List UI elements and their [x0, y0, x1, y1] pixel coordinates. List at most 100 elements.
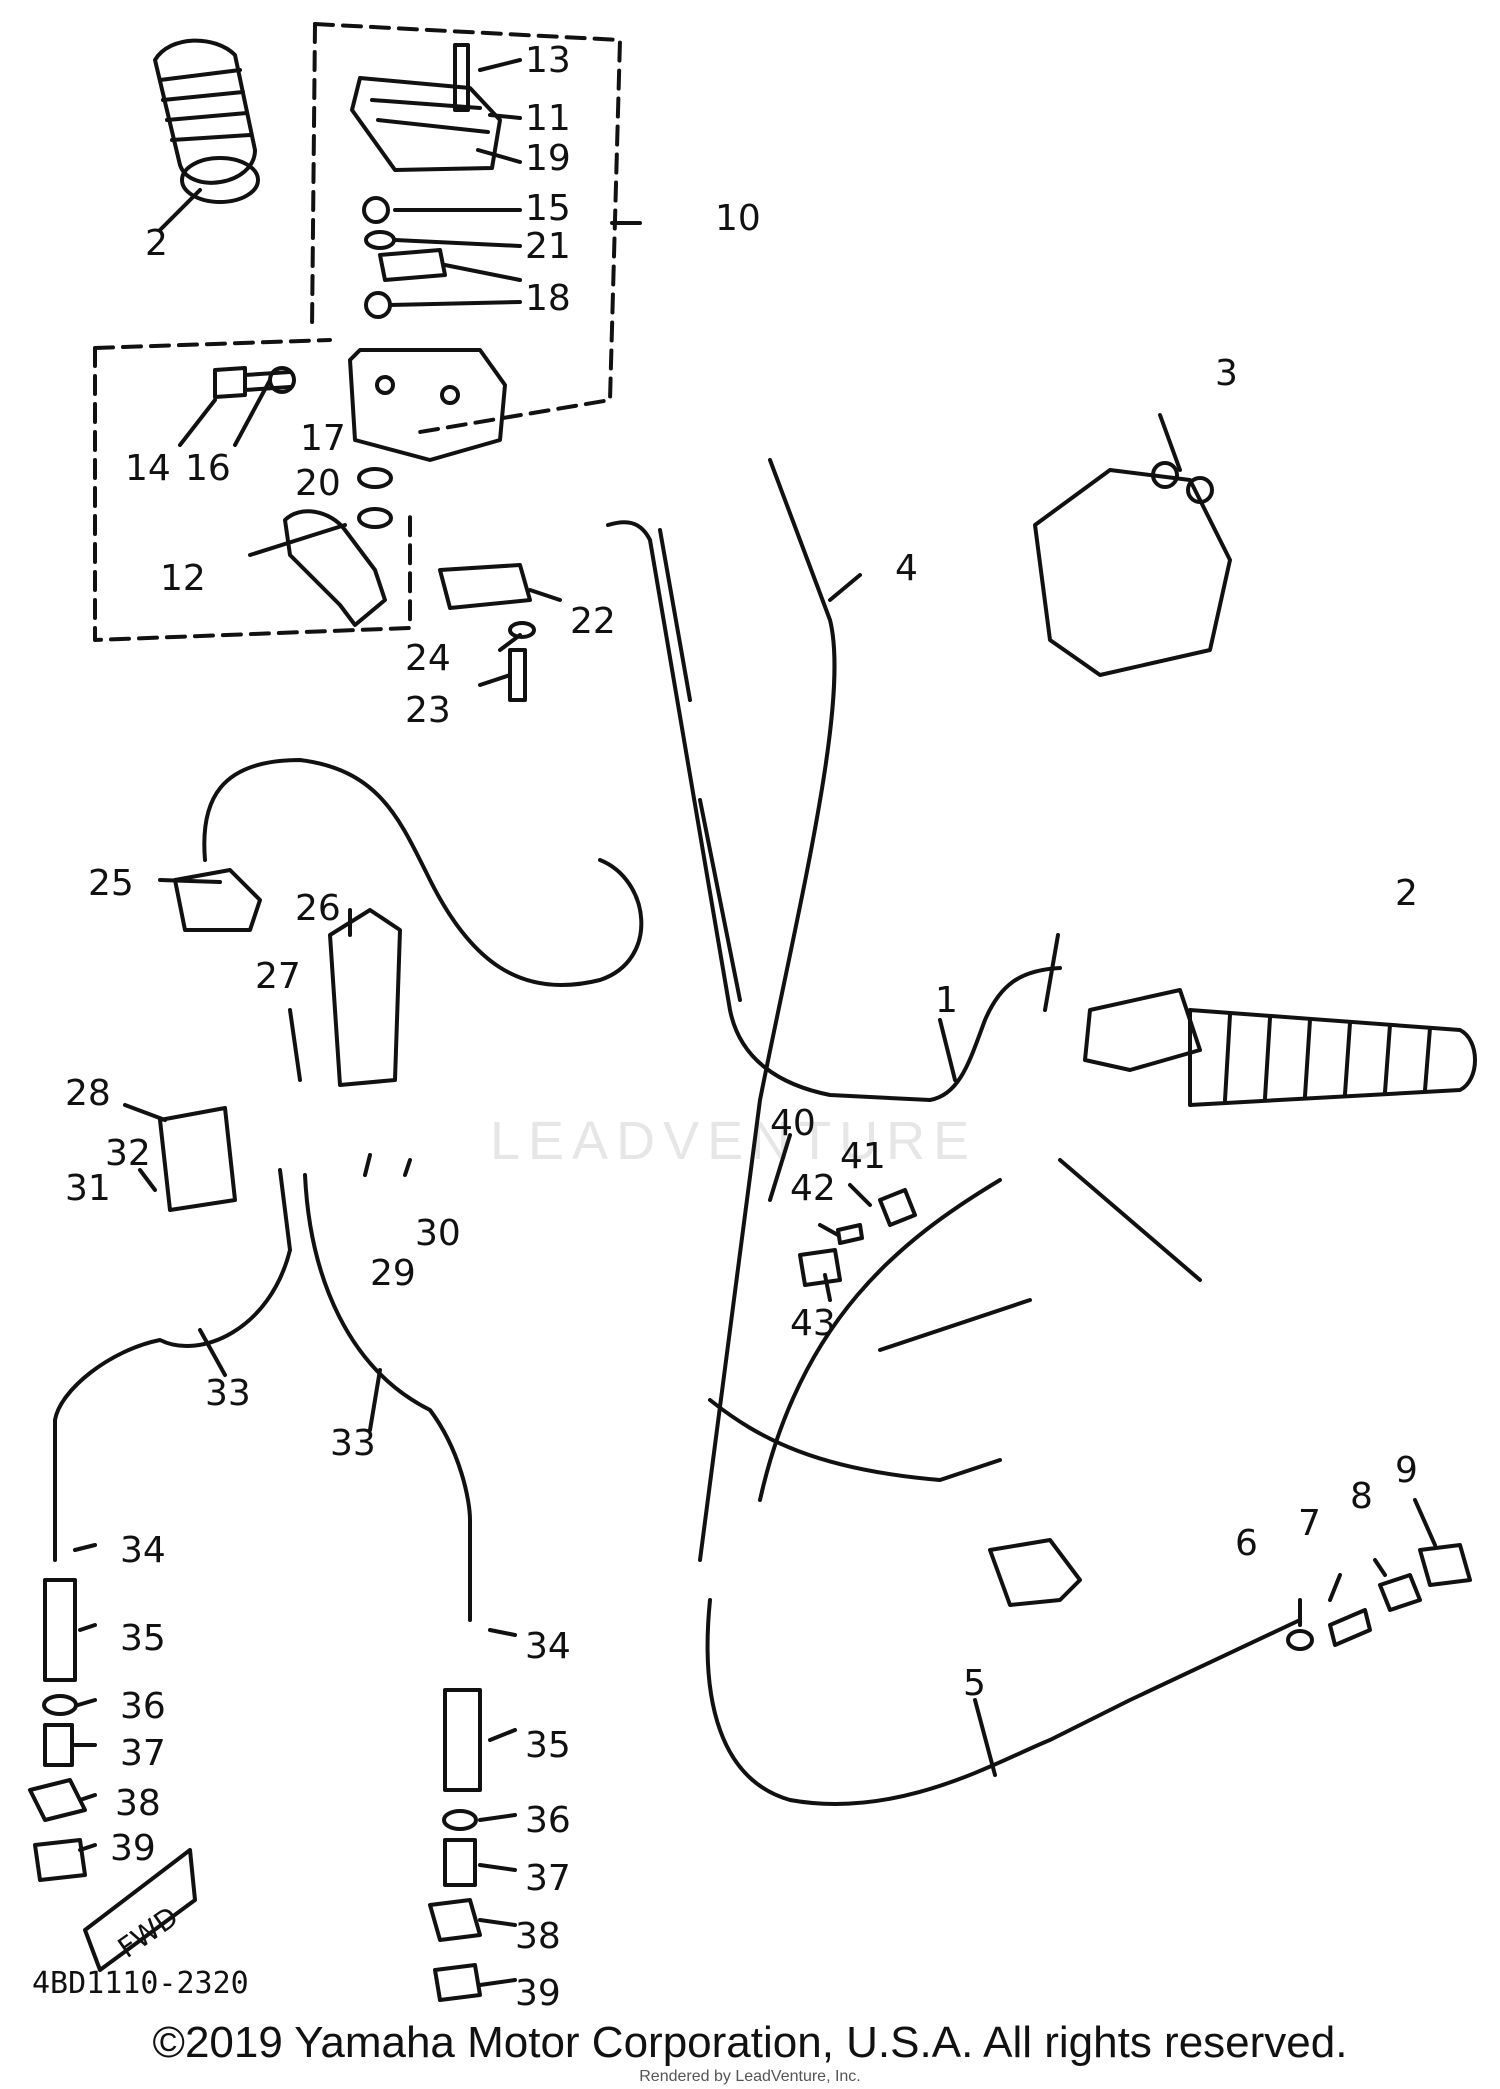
spring-37-right — [443, 1838, 477, 1887]
callout-21: 21 — [525, 226, 571, 267]
handlebar-1 — [606, 520, 1062, 1102]
callout-42: 42 — [790, 1168, 836, 1209]
switch-43 — [798, 1248, 842, 1287]
callout-3: 3 — [1215, 353, 1238, 394]
link-plate — [378, 248, 447, 282]
cap-39-right — [433, 1963, 482, 2002]
watermark: LEADVENTURE — [490, 1111, 978, 1171]
callout-31: 31 — [65, 1168, 111, 1209]
copyright-notice: ©2019 Yamaha Motor Corporation, U.S.A. A… — [152, 2018, 1348, 2067]
callout-33-left: 33 — [205, 1373, 251, 1414]
callout-36-right: 36 — [525, 1800, 571, 1841]
left-grip — [153, 38, 260, 204]
callout-34-left: 34 — [120, 1530, 166, 1571]
master-cylinder-25 — [173, 868, 262, 932]
callout-36-left: 36 — [120, 1686, 166, 1727]
brake-hose-33-left — [53, 1168, 292, 1562]
callout-2-right: 2 — [1395, 873, 1418, 914]
callout-2-left: 2 — [145, 223, 168, 264]
switch-41 — [878, 1188, 917, 1227]
nut-38-left — [28, 1778, 87, 1822]
spring-35-right — [443, 1688, 482, 1792]
callout-7: 7 — [1298, 1503, 1321, 1544]
callout-43: 43 — [790, 1303, 836, 1344]
callout-37-right: 37 — [525, 1858, 571, 1899]
callout-9: 9 — [1395, 1450, 1418, 1491]
spring-7 — [1328, 1608, 1372, 1647]
callout-10: 10 — [715, 198, 761, 239]
callout-41: 41 — [840, 1136, 886, 1177]
callout-33-right: 33 — [330, 1423, 376, 1464]
callout-37-left: 37 — [120, 1733, 166, 1774]
assembly-box-10-left — [310, 22, 317, 332]
callout-29: 29 — [370, 1253, 416, 1294]
callout-6: 6 — [1235, 1523, 1258, 1564]
reservoir-26 — [328, 908, 402, 1087]
callout-17: 17 — [300, 418, 346, 459]
washer-6 — [1286, 1629, 1314, 1651]
callout-12: 12 — [160, 558, 206, 599]
fwd-arrow — [83, 1848, 197, 1972]
throttle-cable — [758, 1158, 1202, 1502]
spring-37-left — [43, 1723, 74, 1767]
lever-12 — [283, 509, 387, 627]
nut-9 — [1418, 1543, 1472, 1587]
callout-8: 8 — [1350, 1476, 1373, 1517]
throttle-housing — [1083, 988, 1202, 1072]
callout-16: 16 — [185, 448, 231, 489]
callout-35-right: 35 — [525, 1725, 571, 1766]
render-credit: Rendered by LeadVenture, Inc. — [639, 2068, 861, 2085]
callout-28: 28 — [65, 1073, 111, 1114]
nut-38-right — [428, 1898, 482, 1942]
callout-11: 11 — [525, 98, 571, 139]
assembly-box-lever — [93, 338, 412, 642]
washer-36-left — [42, 1694, 78, 1716]
callout-30: 30 — [415, 1213, 461, 1254]
brake-hose-33-right — [303, 1173, 472, 1622]
callout-5: 5 — [963, 1663, 986, 1704]
switch-wire — [708, 1298, 1032, 1482]
pin-42 — [836, 1223, 864, 1245]
washer-17 — [357, 467, 393, 489]
callout-38-left: 38 — [115, 1783, 161, 1824]
brake-hose-loop — [202, 758, 644, 988]
spring-18 — [364, 291, 392, 319]
washer-20 — [357, 507, 393, 529]
callout-1: 1 — [935, 980, 958, 1021]
nut-15 — [362, 196, 390, 224]
callout-13: 13 — [525, 40, 571, 81]
part-code: 4BD1110-2320 — [32, 1966, 249, 2001]
washer-36-right — [442, 1809, 478, 1831]
callout-15: 15 — [525, 188, 571, 229]
callout-18: 18 — [525, 278, 571, 319]
adjuster-8 — [1378, 1573, 1422, 1612]
callout-39-right: 39 — [515, 1973, 561, 2014]
cover-28 — [158, 1106, 237, 1212]
callout-26: 26 — [295, 888, 341, 929]
right-grip — [1188, 1008, 1477, 1107]
callout-35-left: 35 — [120, 1618, 166, 1659]
callout-19: 19 — [525, 138, 571, 179]
assembly-box-10 — [313, 22, 622, 434]
callout-20: 20 — [295, 463, 341, 504]
screw-13 — [453, 43, 470, 112]
callout-27: 27 — [255, 956, 301, 997]
washer-24 — [508, 621, 536, 639]
screw-23 — [508, 648, 527, 702]
cable-4 — [698, 458, 837, 1562]
callout-22: 22 — [570, 601, 616, 642]
cable-5 — [705, 1598, 1302, 1806]
callout-32: 32 — [105, 1133, 151, 1174]
callout-14: 14 — [125, 448, 171, 489]
connector — [988, 1538, 1082, 1607]
callout-34-right: 34 — [525, 1626, 571, 1667]
holder-22 — [438, 563, 532, 610]
callout-4: 4 — [895, 548, 918, 589]
callout-23: 23 — [405, 690, 451, 731]
switch-cover-right — [1033, 468, 1232, 677]
cap-39-left — [33, 1838, 87, 1882]
callout-24: 24 — [405, 638, 451, 679]
callout-25: 25 — [88, 863, 134, 904]
callout-38-right: 38 — [515, 1916, 561, 1957]
